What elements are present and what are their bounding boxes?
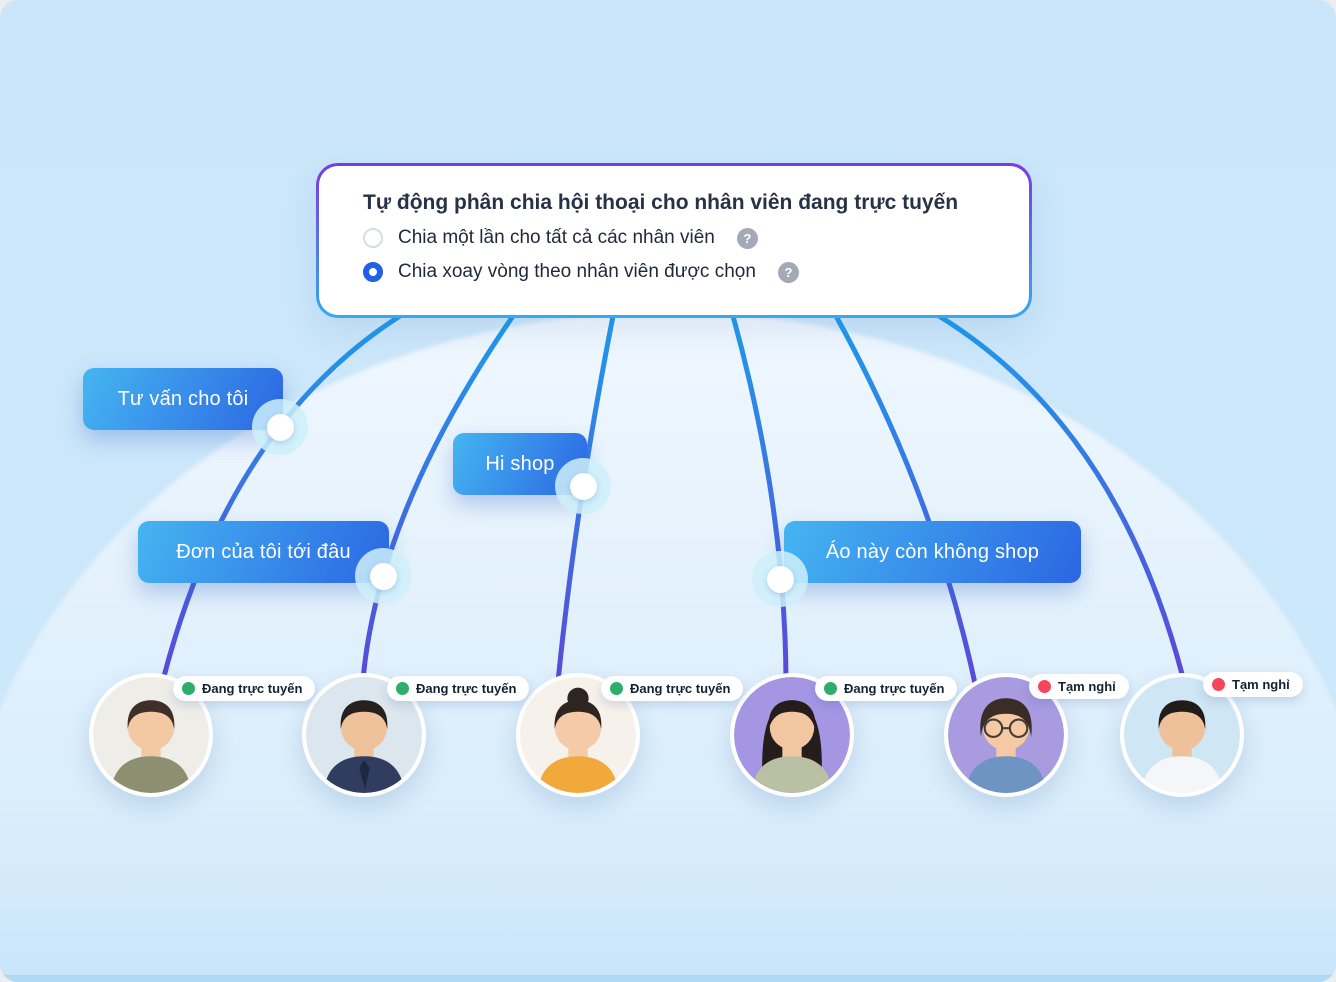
staff-avatar-6 (1120, 673, 1244, 797)
card-title: Tự động phân chia hội thoại cho nhân viê… (363, 191, 959, 214)
connector-line-2 (360, 313, 516, 683)
chat-bubble-consult: Tư vấn cho tôi (83, 368, 283, 430)
status-badge: Đang trực tuyến (387, 676, 530, 701)
radio-option-label: Chia một lần cho tất cả các nhân viên (398, 227, 715, 248)
status-dot (1038, 680, 1051, 693)
status-dot (396, 682, 409, 695)
avatar-image (306, 677, 422, 793)
status-label: Đang trực tuyến (630, 681, 731, 696)
connector-line-6 (936, 313, 1185, 677)
radio-option-label: Chia xoay vòng theo nhân viên được chọn (398, 261, 756, 282)
status-dot (1212, 678, 1225, 691)
chat-bubble-label: Hi shop (485, 452, 555, 475)
status-badge: Đang trực tuyến (815, 676, 958, 701)
radio-option-round-robin[interactable]: Chia xoay vòng theo nhân viên được chọn … (363, 261, 989, 283)
status-dot (824, 682, 837, 695)
chat-bubble-label: Áo này còn không shop (825, 540, 1040, 563)
help-icon[interactable]: ? (777, 261, 799, 283)
radio-unselected[interactable] (363, 228, 383, 248)
auto-assign-settings-card: Tự động phân chia hội thoại cho nhân viê… (316, 163, 1032, 318)
connection-dot (555, 458, 611, 514)
connection-dot (252, 399, 308, 455)
status-dot (182, 682, 195, 695)
chat-bubble-shirt-stock: Áo này còn không shop (784, 521, 1081, 583)
connector-line-1 (160, 313, 403, 683)
chat-bubble-label: Tư vấn cho tôi (117, 387, 249, 410)
status-label: Đang trực tuyến (416, 681, 517, 696)
radio-selected[interactable] (363, 262, 383, 282)
status-label: Đang trực tuyến (202, 681, 303, 696)
bottom-accent-strip (0, 975, 1336, 982)
staff-avatar-4 (730, 673, 854, 797)
avatar-image (93, 677, 209, 793)
status-badge: Đang trực tuyến (173, 676, 316, 701)
status-label: Tạm nghỉ (1232, 677, 1290, 692)
chat-bubble-order-status: Đơn của tôi tới đâu (138, 521, 389, 583)
chat-bubble-label: Đơn của tôi tới đâu (176, 540, 351, 563)
avatar-image (734, 677, 850, 793)
status-label: Đang trực tuyến (844, 681, 945, 696)
connection-dot (752, 551, 808, 607)
status-badge: Tạm nghỉ (1203, 672, 1303, 697)
connector-line-5 (833, 313, 979, 691)
help-icon[interactable]: ? (736, 227, 758, 249)
connection-dot (355, 548, 411, 604)
status-dot (610, 682, 623, 695)
avatar-image (1124, 677, 1240, 793)
status-badge: Tạm nghỉ (1029, 674, 1129, 699)
radio-option-distribute-once[interactable]: Chia một lần cho tất cả các nhân viên ? (363, 227, 989, 249)
status-label: Tạm nghỉ (1058, 679, 1116, 694)
connector-line-4 (730, 313, 789, 683)
status-badge: Đang trực tuyến (601, 676, 744, 701)
